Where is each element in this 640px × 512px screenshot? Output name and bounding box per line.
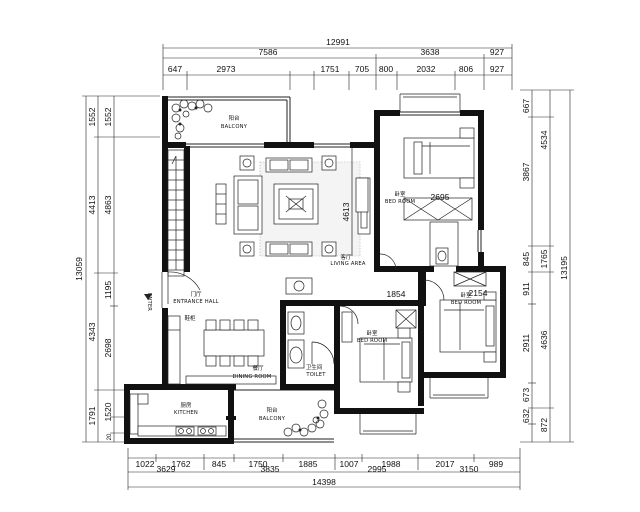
dim-top-row-2: 2973 (217, 64, 236, 74)
dining-set (185, 319, 277, 385)
dim-bottom2-3: 2995 (368, 464, 387, 474)
plants (171, 99, 329, 437)
dim-inner-4: 2154 (469, 288, 488, 298)
label-kitchen-cn: 厨房 (180, 401, 192, 409)
dim-inner-2: 2695 (431, 192, 450, 202)
dim-bottom-5: 1885 (299, 459, 318, 469)
kitchen-fixtures (129, 393, 227, 437)
label-balcony-top-cn: 阳台 (228, 114, 240, 122)
dim-bottom-total: 14398 (312, 477, 336, 487)
bottom-dimensions: 1022 1762 845 1750 1885 1007 1988 2017 9… (127, 448, 521, 490)
label-toilet: TOILET (305, 372, 326, 378)
dim-top-total: 12991 (326, 37, 350, 47)
dim-left-inner-3: 1195 (103, 281, 113, 300)
dim-bottom-4: 1750 (249, 459, 268, 469)
dim-inner-3: 1854 (387, 289, 406, 299)
dim-left-mid-2: 4413 (87, 195, 97, 214)
label-balcony-bot-cn: 阳台 (266, 406, 278, 414)
dim-right-mid-4: 872 (539, 418, 549, 432)
bedroom3-furniture (423, 271, 497, 363)
label-bed3: BED ROOM (451, 300, 481, 306)
top-dimensions: 12991 7586 3638 927 647 2973 1751 705 80… (162, 37, 513, 90)
bedroom2-furniture (339, 305, 417, 393)
dim-left-inner-5: 1520 (103, 402, 113, 421)
dim-right-inner-2: 3867 (521, 162, 531, 181)
dim-top-row-5: 800 (379, 64, 393, 74)
label-toilet-cn: 卫生间 (306, 363, 323, 371)
dim-right-inner-4: 911 (521, 282, 531, 296)
dim-bottom-7: 1988 (382, 459, 401, 469)
dim-top-row-8: 927 (490, 64, 504, 74)
dim-right-outer: 13195 (559, 256, 569, 280)
label-bed1-cn: 卧室 (394, 190, 406, 198)
dim-top-a: 7586 (259, 47, 278, 57)
dim-right-inner-3: 845 (521, 252, 531, 266)
label-balcony-bot: BALCONY (259, 416, 286, 422)
dim-right-mid-3: 4636 (539, 330, 549, 349)
label-living: LIVING AREA (330, 261, 365, 267)
dim-bottom2-4: 3150 (460, 464, 479, 474)
dim-left-outer: 13059 (74, 257, 84, 281)
dim-left-mid-4: 1791 (87, 406, 97, 425)
bedroom1-furniture (355, 127, 475, 271)
label-enter: ENTER (146, 293, 152, 311)
sliding-doors (236, 148, 353, 391)
inner-dimensions: 4613 2695 1854 2154 (341, 192, 488, 299)
dim-top-c: 927 (490, 47, 504, 57)
dim-top-b: 3638 (421, 47, 440, 57)
dim-top-row-6: 2032 (417, 64, 436, 74)
label-living-cn: 客厅 (340, 253, 352, 261)
dim-right-inner-5: 2911 (521, 334, 531, 353)
dim-left-mid-3: 4343 (87, 322, 97, 341)
label-bed1: BED ROOM (385, 199, 415, 205)
dim-left-inner-6: 20 (107, 433, 113, 440)
dim-left-mid-1: 1552 (87, 107, 97, 126)
dim-bottom-8: 2017 (436, 459, 455, 469)
dim-top-row-3: 1751 (321, 64, 340, 74)
label-bed3-cn: 卧室 (460, 291, 472, 299)
dim-bottom-1: 1022 (136, 459, 155, 469)
label-balcony-top: BALCONY (221, 124, 248, 130)
dim-bottom-2: 1762 (172, 459, 191, 469)
dim-bottom2-2: 3835 (261, 464, 280, 474)
dim-bottom2-1: 3629 (157, 464, 176, 474)
label-dining: DINING ROOM (233, 374, 272, 380)
sofa-set (233, 155, 337, 257)
shoe-cabinet (167, 315, 181, 385)
dim-top-row-7: 806 (459, 64, 473, 74)
entrance-door (161, 271, 201, 308)
dim-inner-1: 4613 (341, 202, 351, 221)
dim-bottom-3: 845 (212, 459, 226, 469)
label-dining-cn: 餐厅 (252, 364, 264, 372)
label-bed2-cn: 卧室 (366, 329, 378, 337)
label-kitchen: KITCHEN (174, 410, 198, 416)
label-entrance: ENTRANCE HALL (173, 299, 219, 305)
dim-right-mid-1: 4534 (539, 130, 549, 149)
dim-top-row-4: 705 (355, 64, 369, 74)
dim-top-row-1: 647 (168, 64, 182, 74)
right-dimensions: 667 3867 845 911 2911 673 632 4534 1765 … (520, 89, 574, 443)
dim-bottom-6: 1007 (340, 459, 359, 469)
left-dimensions: 13059 1552 4413 4343 1791 1552 4863 1195… (74, 95, 160, 443)
room-labels: 阳台 BALCONY 客厅 LIVING AREA 卧室 BED ROOM 门厅… (144, 114, 481, 422)
enter-arrow-icon (144, 294, 152, 300)
wall-cabinet-left (215, 183, 227, 225)
label-entrance-cn: 门厅 (190, 290, 202, 298)
dim-left-inner-2: 4863 (103, 195, 113, 214)
dim-bottom-9: 989 (489, 459, 503, 469)
staircase (167, 149, 185, 277)
dim-right-inner-1: 667 (521, 99, 531, 113)
dim-right-inner-7: 632 (521, 409, 531, 423)
label-bed2: BED ROOM (357, 338, 387, 344)
dim-left-inner-4: 2698 (103, 338, 113, 357)
toilet-fixtures (285, 277, 335, 369)
label-cabinet-cn: 鞋柜 (184, 314, 196, 322)
dim-right-inner-6: 673 (521, 388, 531, 402)
dim-right-mid-2: 1765 (539, 249, 549, 268)
dim-left-inner-1: 1552 (103, 107, 113, 126)
